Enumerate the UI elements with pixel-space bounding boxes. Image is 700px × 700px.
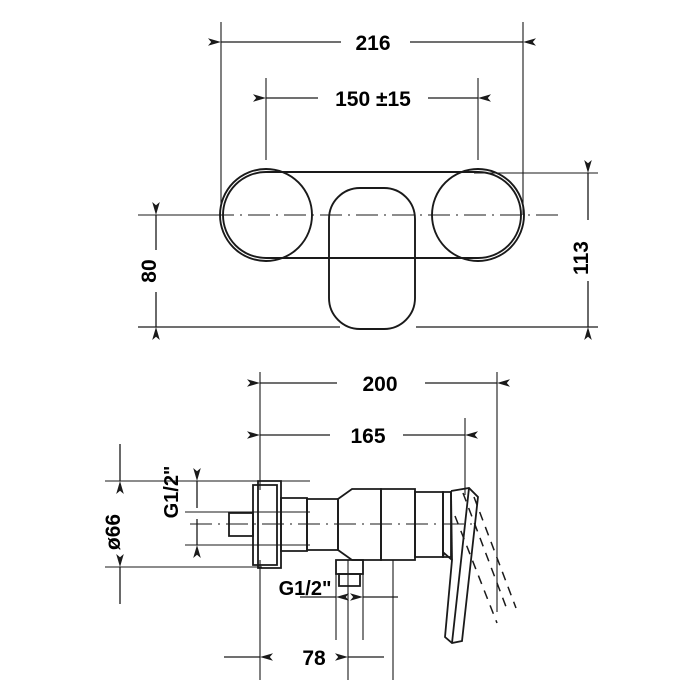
dimension-label-150: 150 ±15 [335, 88, 411, 111]
dimension-label-200: 200 [362, 373, 397, 396]
dimension-label-66: ø66 [102, 514, 125, 550]
dimension-label-78: 78 [302, 647, 326, 670]
front-view-extension-lines [138, 22, 598, 328]
dimension-label-80: 80 [138, 259, 161, 282]
side-view-extension-lines [105, 372, 498, 680]
dimension-label-g12-left: G1/2" [161, 466, 183, 519]
dimension-label-113: 113 [570, 241, 593, 275]
front-view-geometry [219, 168, 525, 330]
dimension-label-g12-bottom: G1/2" [279, 578, 332, 600]
side-view-geometry [228, 480, 479, 644]
dimension-label-216: 216 [355, 32, 390, 55]
lever-open-position-phantom [454, 492, 517, 624]
dimension-label-165: 165 [350, 425, 385, 448]
